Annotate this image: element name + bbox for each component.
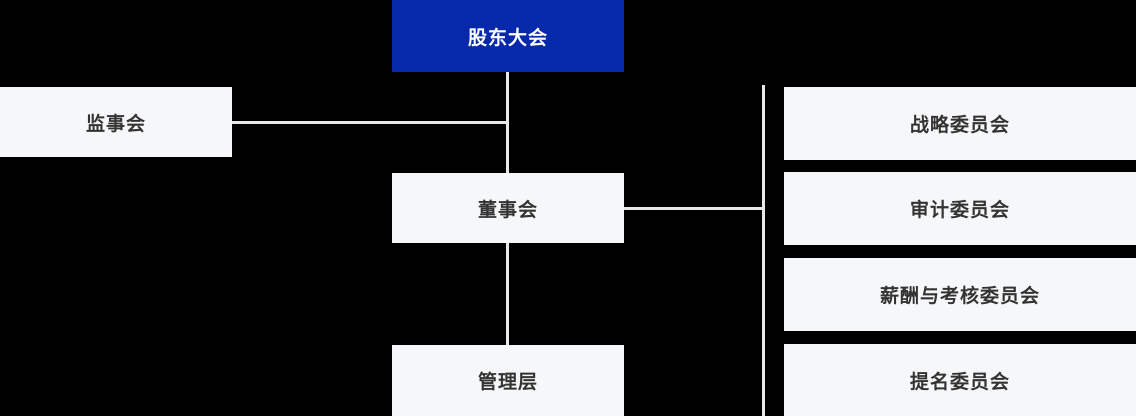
node-board-of-supervisors[interactable]: 监事会 [0,87,232,157]
node-committee-nomination-label: 提名委员会 [909,371,1010,393]
node-committee-nomination[interactable]: 提名委员会 [784,344,1136,416]
node-committee-compensation-appraisal[interactable]: 薪酬与考核委员会 [784,258,1136,331]
connector-shareholders-to-supervisors [232,121,508,124]
node-committee-compensation-appraisal-label: 薪酬与考核委员会 [879,286,1040,307]
connector-committee-spine [762,85,765,416]
connector-board-to-committees [624,207,764,210]
node-management-label: 管理层 [477,372,538,393]
node-management[interactable]: 管理层 [392,345,624,416]
node-committee-audit[interactable]: 审计委员会 [784,172,1136,245]
node-board-of-directors[interactable]: 董事会 [392,173,624,243]
node-committee-strategy-label: 战略委员会 [909,115,1010,136]
node-shareholders-meeting-label: 股东大会 [467,27,548,49]
connector-board-to-management [506,243,509,345]
node-committee-strategy[interactable]: 战略委员会 [784,87,1136,160]
node-shareholders-meeting[interactable]: 股东大会 [392,0,624,72]
node-committee-audit-label: 审计委员会 [909,200,1010,221]
node-board-of-supervisors-label: 监事会 [85,113,146,135]
node-board-of-directors-label: 董事会 [477,199,538,221]
